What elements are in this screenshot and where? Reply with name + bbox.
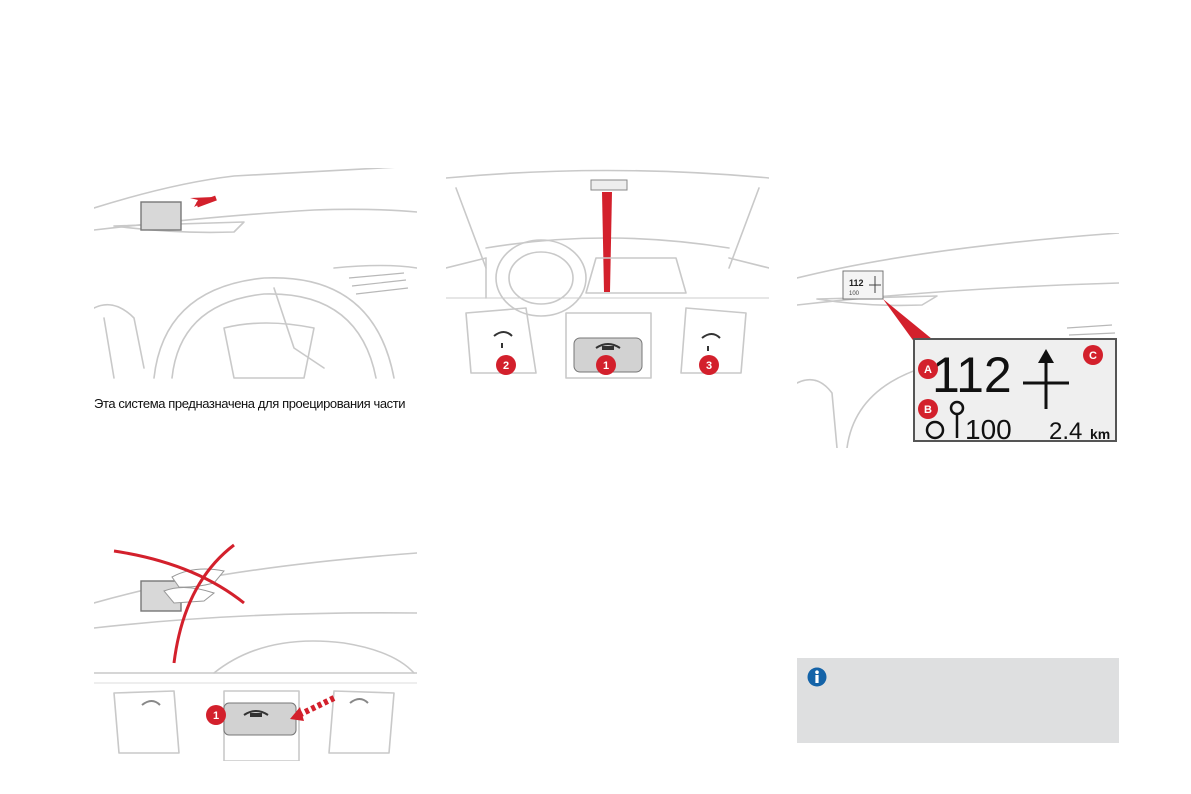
hud-speed: 112 [932, 347, 1012, 403]
info-box [797, 658, 1119, 743]
hud-display-illustration: 112 100 112 100 2.4 km A B C [797, 233, 1119, 448]
badge-switch-2: 2 [503, 360, 509, 372]
hud-distance-unit: km [1090, 426, 1110, 442]
hud-adjustment-illustration: 1 [94, 543, 417, 761]
badge-adjust-1: 1 [213, 710, 219, 722]
badge-switch-3: 3 [706, 360, 712, 372]
hud-speed-limit: 100 [965, 414, 1012, 445]
hud-distance: 2.4 [1049, 418, 1082, 445]
callout-b: B [924, 404, 932, 416]
mini-speed: 112 [849, 278, 864, 288]
info-icon [807, 667, 827, 687]
mini-limit: 100 [849, 291, 860, 297]
callout-a: A [924, 364, 932, 376]
caption-text: Эта система предназначена для проецирова… [94, 396, 406, 411]
badge-switch-1: 1 [603, 360, 609, 372]
hud-location-illustration [94, 168, 417, 388]
hud-controls-illustration: 2 1 3 [446, 168, 769, 386]
callout-c: C [1089, 350, 1097, 362]
